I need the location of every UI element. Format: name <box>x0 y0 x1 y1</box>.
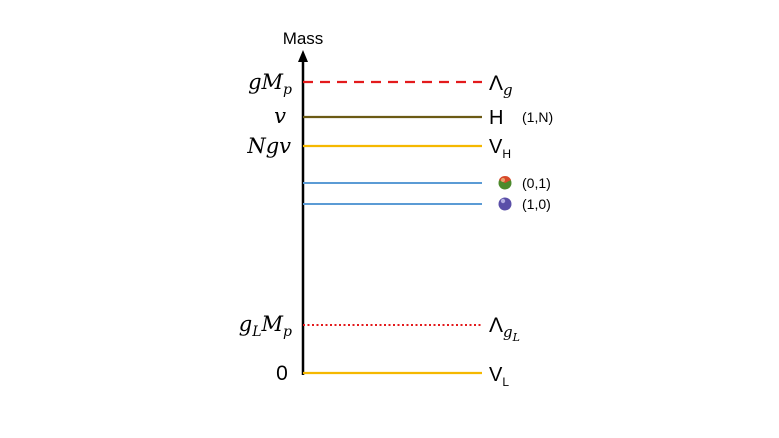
label-gLMp: gLMp <box>239 312 292 340</box>
label-v: v <box>274 104 286 128</box>
label-Ngv: Ngv <box>246 134 291 158</box>
axis-arrow-icon <box>298 50 308 62</box>
tag-10: (1,0) <box>522 196 551 212</box>
ball-icon <box>501 178 505 182</box>
label-lambda-g: Λg <box>489 72 513 99</box>
axis-label: Mass <box>283 29 324 48</box>
label-gMp: gMp <box>248 70 292 98</box>
label-VH: VH <box>489 136 511 161</box>
label-H: H <box>489 107 503 129</box>
label-zero: 0 <box>276 362 288 385</box>
tag-01: (0,1) <box>522 175 551 191</box>
ball-icon <box>498 197 512 211</box>
ball-icon <box>500 198 506 204</box>
label-VL: VL <box>489 364 509 389</box>
tag-1N: (1,N) <box>522 109 553 125</box>
label-lambda-gL: ΛgL <box>489 314 520 344</box>
